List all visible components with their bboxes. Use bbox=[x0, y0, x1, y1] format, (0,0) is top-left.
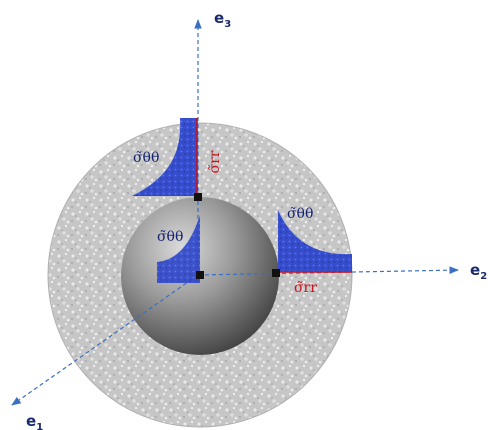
axis-e1-line bbox=[11, 274, 199, 406]
sigma-theta-theta-label-right: σ̃θθ bbox=[287, 206, 313, 222]
sigma-theta-theta-label-inner: σ̃θθ bbox=[157, 229, 183, 245]
axis-e2-line bbox=[197, 266, 459, 276]
sigma-rr-label-top: σ̃rr bbox=[207, 150, 223, 173]
sigma-rr-label-right: σ̃rr bbox=[294, 280, 317, 296]
axis-e3-label: e3 bbox=[214, 9, 231, 30]
node-marker-center bbox=[196, 271, 204, 279]
axis-e2-label: e2 bbox=[470, 261, 487, 282]
node-marker-right bbox=[272, 269, 280, 277]
axis-e1-label: e1 bbox=[26, 412, 43, 430]
node-marker-top bbox=[194, 193, 202, 201]
stress-profile-right bbox=[278, 210, 352, 272]
stress-profile-top bbox=[132, 118, 197, 196]
stress-profile-inner bbox=[157, 215, 200, 283]
sigma-theta-theta-label-top: σ̃θθ bbox=[133, 150, 159, 166]
